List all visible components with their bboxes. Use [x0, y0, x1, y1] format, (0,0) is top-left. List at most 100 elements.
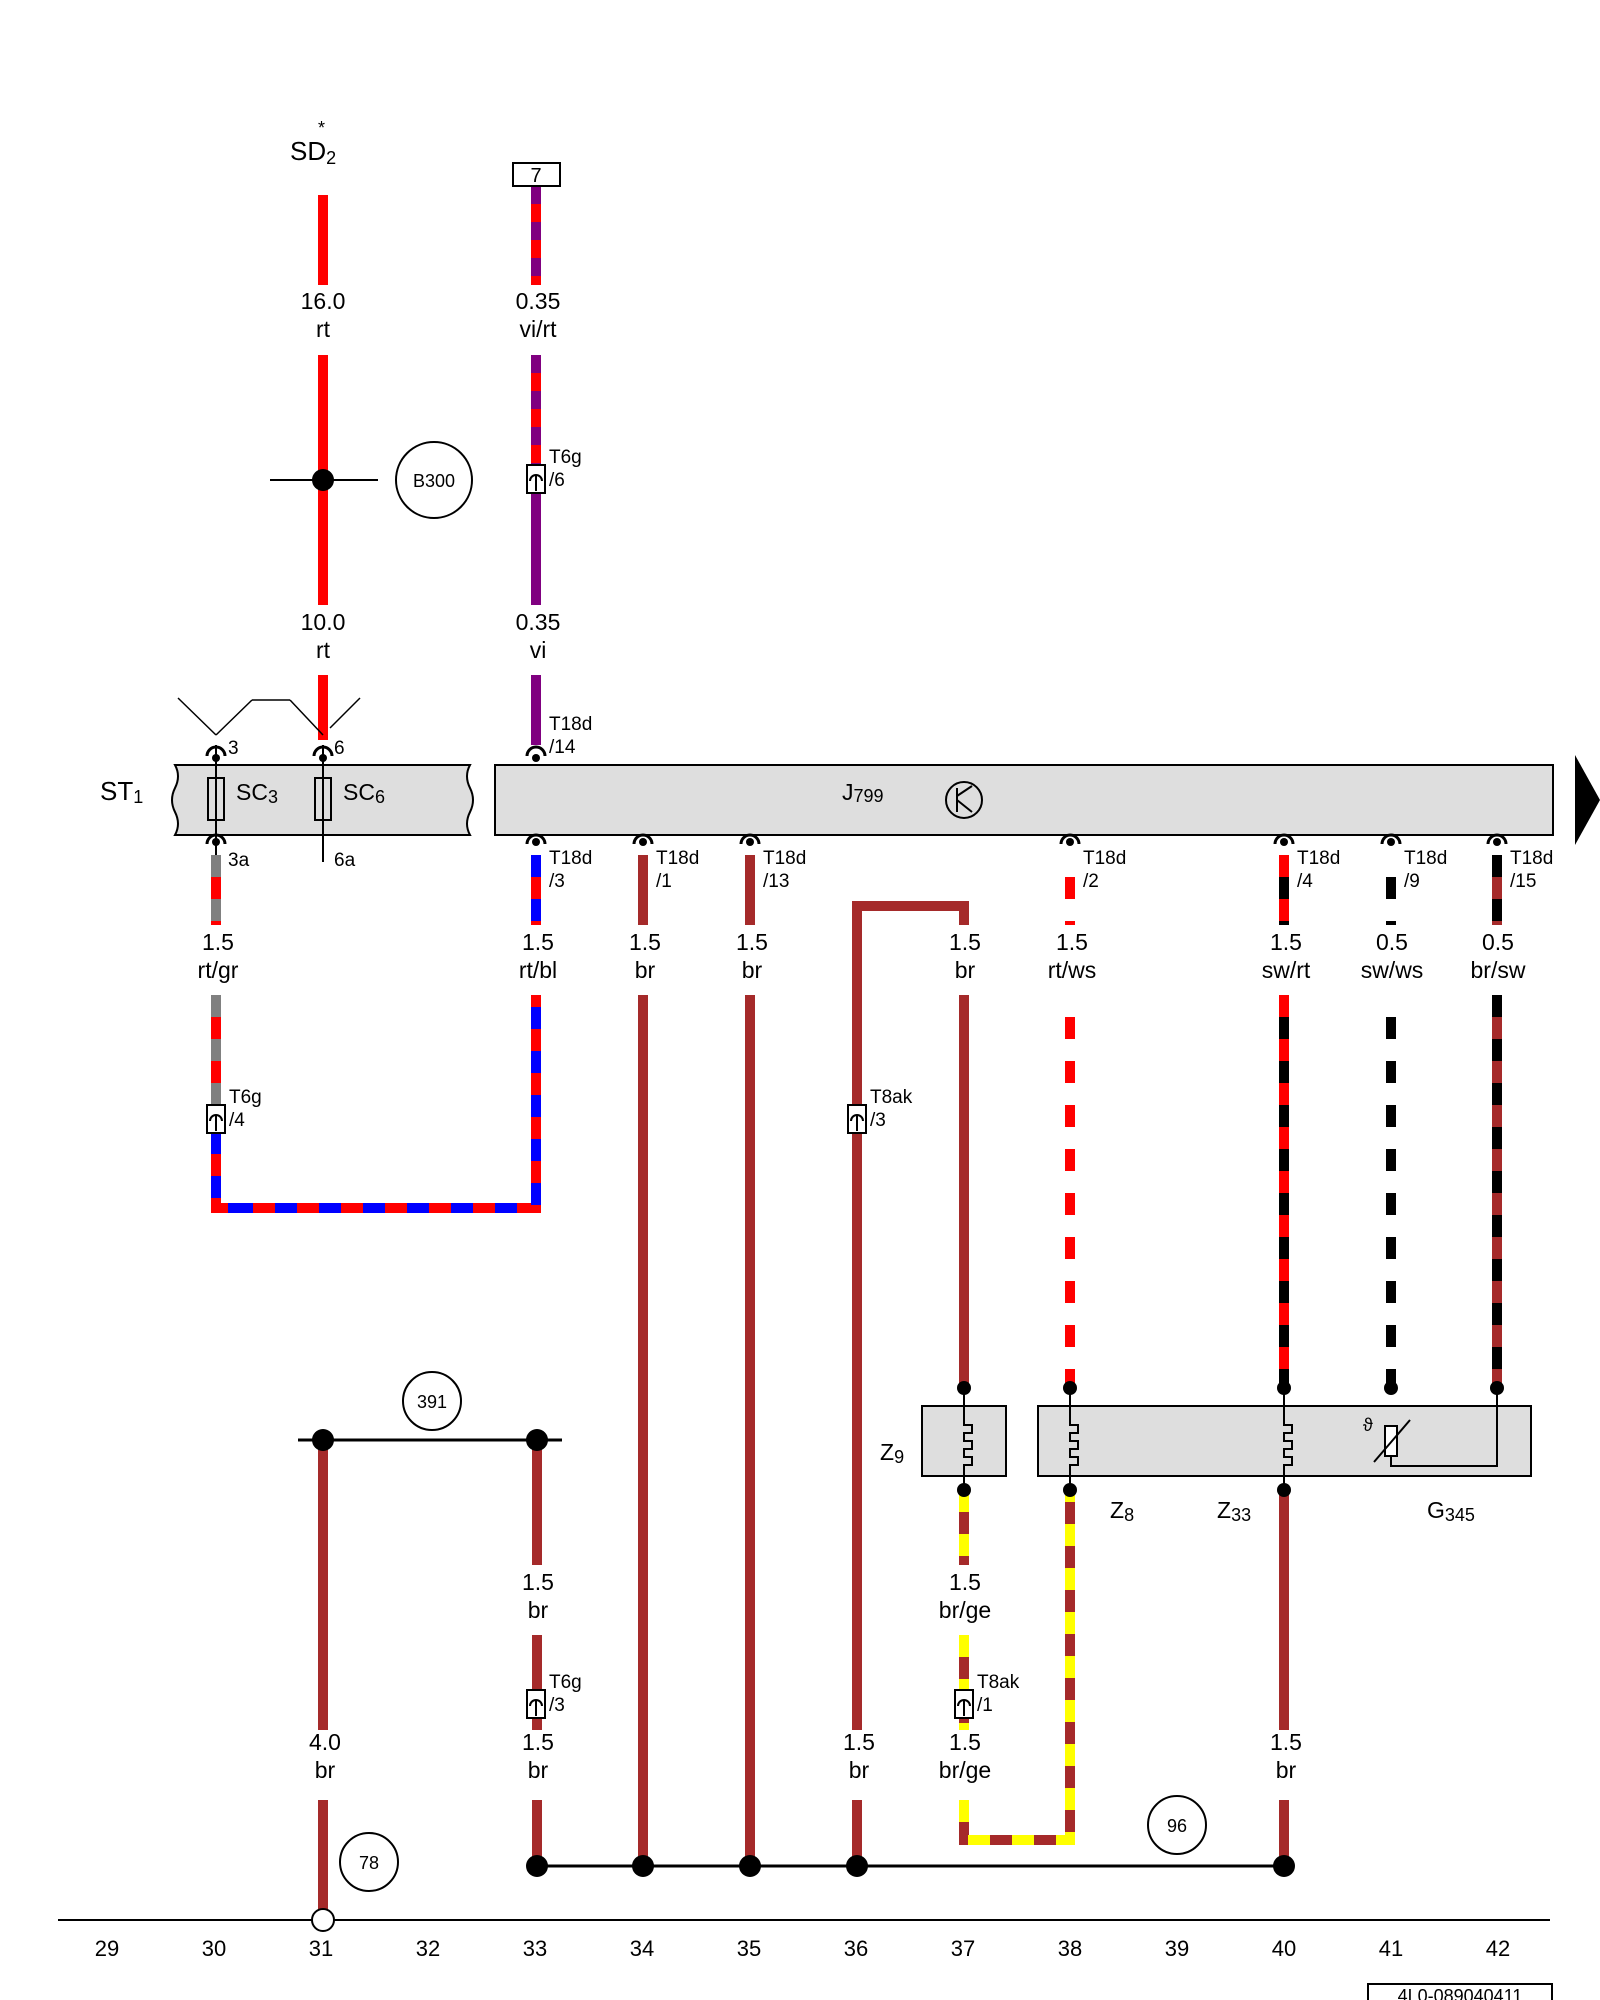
column-number: 33 — [523, 1936, 547, 1961]
continuation-arrow-icon — [1575, 755, 1600, 845]
connector-label: T8ak — [870, 1087, 913, 1108]
connector-pin-label: /4 — [1297, 871, 1313, 892]
doc-code-box — [1367, 1983, 1553, 2000]
heater-element-icon — [1069, 1417, 1079, 1473]
connector-label: T18d — [1083, 848, 1126, 869]
column-number: 29 — [95, 1936, 119, 1961]
wire-br-36-loop — [852, 901, 969, 1108]
connector-pin-label: /1 — [977, 1695, 993, 1716]
bridge-line-right — [329, 697, 361, 729]
wire-size-label: 1.5 — [736, 929, 768, 955]
ntc-sensor-wire — [1390, 1388, 1498, 1467]
connector-pin-dot — [1493, 838, 1501, 846]
connector-pin-label: /4 — [229, 1110, 245, 1131]
bridge-line-left — [177, 697, 217, 736]
wire-color-label: rt/gr — [198, 957, 239, 983]
wire-size-label: 1.5 — [843, 1729, 875, 1755]
wire-color-label: br — [849, 1757, 870, 1783]
connector-pin-label: /15 — [1510, 871, 1536, 892]
connector-pin-label: /14 — [549, 737, 576, 758]
wire-size-label: 0.35 — [516, 609, 561, 635]
connector-label: T18d — [1510, 848, 1553, 869]
connector-pin-arc — [1273, 833, 1295, 845]
wire-size-label: 1.5 — [949, 929, 981, 955]
connector-pin-label: /9 — [1404, 871, 1420, 892]
connector-pin-arc — [1059, 833, 1081, 845]
connector-label: T18d — [763, 848, 806, 869]
wire-size-label: 1.5 — [629, 929, 661, 955]
wire-rtbl-loop — [231, 995, 541, 1213]
wire-color-label: br — [955, 957, 976, 983]
wire-size-label: 1.5 — [949, 1569, 981, 1595]
pin-6a-label: 6a — [334, 850, 356, 871]
connector-pin-dot — [1387, 838, 1395, 846]
wire-brge-37-bot-stripe — [959, 1490, 1075, 1845]
wire-size-label: 1.5 — [949, 1729, 981, 1755]
connector-pin-arc — [632, 833, 654, 845]
nodes-layer — [205, 464, 1508, 1932]
connector-label: T18d — [1404, 848, 1447, 869]
wire-color-label: br — [315, 1757, 336, 1783]
connector-7-label: 7 — [530, 165, 541, 187]
g345-label: G345 — [1427, 1497, 1475, 1525]
b300-bubble — [395, 441, 473, 519]
wire-rtgr-tail — [211, 1132, 231, 1213]
connector-label: T18d — [549, 714, 592, 735]
connector-label: T6g — [549, 1672, 582, 1693]
wire-color-label: rt/bl — [519, 957, 557, 983]
fuse-pin-dot — [212, 838, 220, 846]
ref-391-label: 391 — [417, 1392, 447, 1412]
bridge-line-a — [215, 699, 253, 736]
pin-6-label: 6 — [334, 738, 345, 759]
connector-pin-dot — [532, 754, 540, 762]
fuse-pin-dot — [319, 754, 327, 762]
wire-color-label: rt — [316, 637, 331, 663]
fuse-pin-arc — [312, 745, 334, 757]
z8-label: Z8 — [1110, 1497, 1134, 1525]
junction-dot — [1277, 1381, 1291, 1395]
connector-7-box — [512, 162, 561, 187]
b300-label: B300 — [413, 471, 455, 491]
wire-size-label: 1.5 — [1056, 929, 1088, 955]
column-number: 41 — [1379, 1936, 1403, 1961]
sc3-label: SC3 — [236, 779, 278, 807]
ref-78-label: 78 — [359, 1853, 379, 1873]
wire-color-label: sw/ws — [1361, 957, 1424, 983]
wire-color-label: br — [635, 957, 656, 983]
connector-pin-arc — [525, 833, 547, 845]
fuse-pin-dot — [212, 754, 220, 762]
sd2-title: SD2 — [290, 136, 336, 168]
wire-rtbl-loop-stripe — [231, 995, 541, 1213]
wire-size-label: 1.5 — [522, 1729, 554, 1755]
connector-pin-arc — [1486, 833, 1508, 845]
sc6-label: SC6 — [343, 779, 385, 807]
ref-391-bubble — [402, 1371, 462, 1431]
junction-dot — [739, 1855, 761, 1877]
wire-color-label: sw/rt — [1262, 957, 1311, 983]
junction-dot — [632, 1855, 654, 1877]
connector-pin-label: /6 — [549, 470, 565, 491]
wire-color-label: br — [528, 1757, 549, 1783]
wire-size-label: 16.0 — [301, 288, 346, 314]
bridge-line-c — [289, 699, 324, 736]
fuse-pin-arc — [205, 745, 227, 757]
wire-size-label: 1.5 — [1270, 929, 1302, 955]
wires-layer — [211, 186, 1502, 1920]
sd2-mark: * — [318, 118, 325, 138]
connector-pin-dot — [1066, 838, 1074, 846]
column-number: 39 — [1165, 1936, 1189, 1961]
transistor-collector — [956, 785, 973, 797]
pin-3-label: 3 — [228, 738, 239, 759]
wire-size-label: 4.0 — [309, 1729, 341, 1755]
wire-color-label: vi/rt — [519, 316, 557, 342]
connector-pin-dot — [532, 838, 540, 846]
transistor-emitter — [956, 799, 973, 813]
theta-glyph: ϑ — [1363, 1415, 1373, 1435]
wire-color-label: vi — [530, 637, 547, 663]
connector-pin-label: /2 — [1083, 871, 1099, 892]
column-number: 34 — [630, 1936, 654, 1961]
junction-dot — [526, 1429, 548, 1451]
z33-label: Z33 — [1217, 1497, 1251, 1525]
ground-point-icon — [311, 1908, 335, 1932]
